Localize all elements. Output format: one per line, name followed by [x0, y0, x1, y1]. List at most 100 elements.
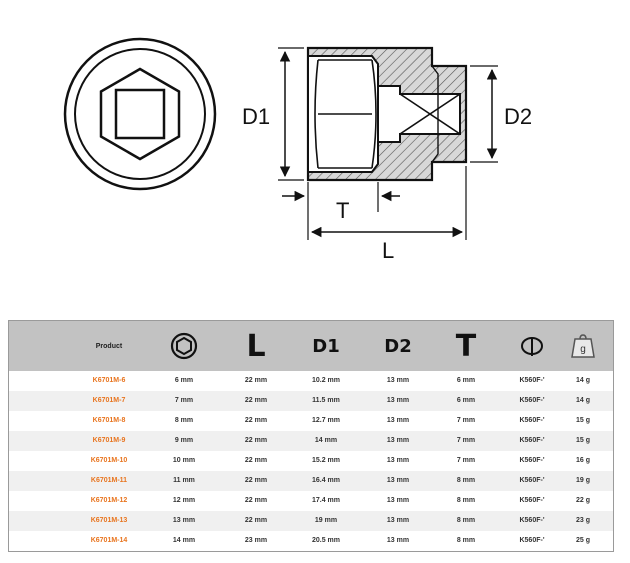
hex-size: 7 mm: [174, 397, 194, 404]
d1-value: 14 mm: [314, 437, 338, 444]
hex-size: 6 mm: [174, 377, 194, 384]
split-ring-icon: [505, 321, 559, 371]
hex-size: 8 mm: [174, 417, 194, 424]
header-d1: D1: [312, 335, 340, 357]
table-row: K6701M-14 14 mm 23 mm 20.5 mm 13 mm 8 mm…: [9, 531, 613, 551]
table-row: K6701M-10 10 mm 22 mm 15.2 mm 13 mm 7 mm…: [9, 451, 613, 471]
d2-value: 13 mm: [386, 497, 410, 504]
header-l: L: [246, 328, 266, 364]
ring-ref: K560F-': [519, 437, 545, 444]
t-label: T: [336, 198, 349, 223]
table-row: K6701M-6 6 mm 22 mm 10.2 mm 13 mm 6 mm K…: [9, 371, 613, 391]
length: 22 mm: [244, 457, 268, 464]
table-row: K6701M-11 11 mm 22 mm 16.4 mm 13 mm 8 mm…: [9, 471, 613, 491]
table-header: Product L D1 D2 T: [9, 321, 613, 371]
l-label: L: [382, 238, 394, 263]
table-row: K6701M-12 12 mm 22 mm 17.4 mm 13 mm 8 mm…: [9, 491, 613, 511]
weight-icon: g: [563, 321, 603, 371]
weight: 14 g: [575, 377, 590, 384]
d1-value: 19 mm: [314, 517, 338, 524]
socket-section-view: [306, 46, 468, 182]
socket-end-view: [63, 37, 217, 191]
table-row: K6701M-8 8 mm 22 mm 12.7 mm 13 mm 7 mm K…: [9, 411, 613, 431]
length: 22 mm: [244, 517, 268, 524]
d2-value: 13 mm: [386, 417, 410, 424]
ring-ref: K560F-': [519, 377, 545, 384]
product-code: K6701M-8: [92, 417, 126, 424]
product-code: K6701M-10: [90, 457, 128, 464]
d1-value: 17.4 mm: [311, 497, 341, 504]
d2-value: 13 mm: [386, 517, 410, 524]
weight: 23 g: [575, 517, 590, 524]
l-dimension: L: [310, 166, 467, 263]
hex-size: 14 mm: [172, 537, 196, 544]
d1-label: D1: [242, 104, 270, 129]
technical-drawing: D1 D2 T L: [63, 37, 532, 263]
product-code: K6701M-12: [90, 497, 128, 504]
hex-size: 13 mm: [172, 517, 196, 524]
length: 22 mm: [244, 417, 268, 424]
d2-value: 13 mm: [386, 437, 410, 444]
ring-ref: K560F-': [519, 537, 545, 544]
length: 23 mm: [244, 537, 268, 544]
d1-value: 12.7 mm: [311, 417, 341, 424]
weight: 22 g: [575, 497, 590, 504]
product-code: K6701M-11: [90, 477, 128, 484]
t-value: 6 mm: [456, 377, 476, 384]
ring-ref: K560F-': [519, 417, 545, 424]
weight: 19 g: [575, 477, 590, 484]
d2-value: 13 mm: [386, 537, 410, 544]
weight: 14 g: [575, 397, 590, 404]
weight: 25 g: [575, 537, 590, 544]
t-value: 8 mm: [456, 497, 476, 504]
product-code: K6701M-13: [90, 517, 128, 524]
product-code: K6701M-14: [90, 537, 128, 544]
t-dimension: T: [282, 182, 400, 240]
ring-ref: K560F-': [519, 497, 545, 504]
product-code: K6701M-7: [92, 397, 126, 404]
t-value: 7 mm: [456, 417, 476, 424]
t-value: 8 mm: [456, 517, 476, 524]
table-row: K6701M-7 7 mm 22 mm 11.5 mm 13 mm 6 mm K…: [9, 391, 613, 411]
spec-table: Product L D1 D2 T: [8, 320, 614, 552]
weight: 15 g: [575, 417, 590, 424]
d2-value: 13 mm: [386, 457, 410, 464]
product-code: K6701M-9: [92, 437, 126, 444]
length: 22 mm: [244, 497, 268, 504]
length: 22 mm: [244, 477, 268, 484]
t-value: 7 mm: [456, 457, 476, 464]
header-product: Product: [95, 342, 123, 350]
table-row: K6701M-13 13 mm 22 mm 19 mm 13 mm 8 mm K…: [9, 511, 613, 531]
t-value: 8 mm: [456, 537, 476, 544]
ring-ref: K560F-': [519, 517, 545, 524]
length: 22 mm: [244, 397, 268, 404]
t-value: 8 mm: [456, 477, 476, 484]
weight: 15 g: [575, 437, 590, 444]
t-value: 7 mm: [456, 437, 476, 444]
table-body: K6701M-6 6 mm 22 mm 10.2 mm 13 mm 6 mm K…: [9, 371, 613, 551]
d2-dimension: D2: [470, 65, 532, 163]
product-code: K6701M-6: [92, 377, 126, 384]
d1-value: 20.5 mm: [311, 537, 341, 544]
weight-unit: g: [580, 344, 586, 355]
d2-value: 13 mm: [386, 397, 410, 404]
hex-size: 10 mm: [172, 457, 196, 464]
length: 22 mm: [244, 377, 268, 384]
d1-value: 11.5 mm: [312, 397, 340, 404]
hex-size-icon: [159, 321, 209, 371]
d1-value: 16.4 mm: [311, 477, 341, 484]
square-drive-shape: [114, 88, 166, 140]
ring-ref: K560F-': [519, 457, 545, 464]
hex-size: 12 mm: [172, 497, 196, 504]
d1-value: 15.2 mm: [311, 457, 341, 464]
hex-size: 11 mm: [173, 477, 195, 484]
d2-label: D2: [504, 104, 532, 129]
weight: 16 g: [575, 457, 590, 464]
ring-ref: K560F-': [519, 397, 545, 404]
table-row: K6701M-9 9 mm 22 mm 14 mm 13 mm 7 mm K56…: [9, 431, 613, 451]
d1-value: 10.2 mm: [311, 377, 341, 384]
d1-dimension: D1: [242, 47, 304, 181]
hex-size: 9 mm: [174, 437, 194, 444]
length: 22 mm: [244, 437, 268, 444]
header-d2: D2: [384, 335, 412, 357]
